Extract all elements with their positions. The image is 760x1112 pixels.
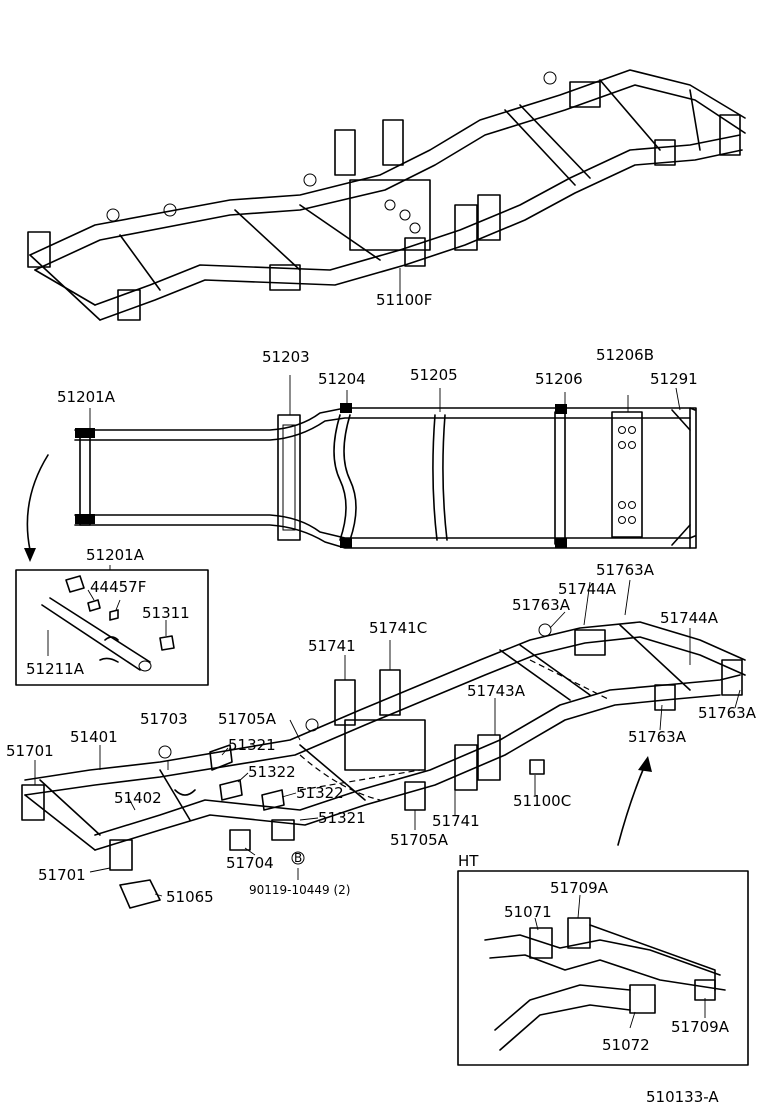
label-51763A-bottom: 51763A: [628, 728, 687, 746]
label-51071: 51071: [504, 903, 552, 921]
label-51763A-right: 51763A: [698, 704, 757, 722]
label-51701-top: 51701: [6, 742, 54, 760]
label-51072: 51072: [602, 1036, 650, 1054]
label-51709A-top: 51709A: [550, 879, 609, 897]
label-51211A: 51211A: [26, 660, 85, 678]
label-44457F: 44457F: [90, 578, 146, 596]
label-51201A-top: 51201A: [57, 388, 116, 406]
label-51100C: 51100C: [513, 792, 571, 810]
label-51709A-bottom: 51709A: [671, 1018, 730, 1036]
label-51206: 51206: [535, 370, 583, 388]
label-51322-b: 51322: [296, 784, 344, 802]
label-51100F: 51100F: [376, 291, 432, 309]
diagram-code: 510133-A: [646, 1088, 719, 1106]
label-51744A-left: 51744A: [558, 580, 617, 598]
label-51203: 51203: [262, 348, 310, 366]
label-51204: 51204: [318, 370, 366, 388]
label-51703: 51703: [140, 710, 188, 728]
label-51763A-left: 51763A: [512, 596, 571, 614]
label-b-marker: B: [294, 851, 302, 865]
label-51401: 51401: [70, 728, 118, 746]
label-51741-top: 51741: [308, 637, 356, 655]
detail-box-ht: HT 51709A 51071 51709A 51072: [457, 852, 749, 1066]
frame-assembly-top: 51100F: [27, 69, 746, 321]
label-51741C: 51741C: [369, 619, 427, 637]
label-51763A-top: 51763A: [596, 561, 655, 579]
label-51402: 51402: [114, 789, 162, 807]
label-51065: 51065: [166, 888, 214, 906]
label-51201A-box: 51201A: [86, 546, 145, 564]
label-51744A-right: 51744A: [660, 609, 719, 627]
label-51205: 51205: [410, 366, 458, 384]
label-90119-10449: 90119-10449 (2): [249, 883, 351, 897]
label-51705A-top: 51705A: [218, 710, 277, 728]
frame-assembly-bottom: 51763A 51744A 51763A 51744A 51763A 51763…: [6, 561, 757, 909]
label-51322-a: 51322: [248, 763, 296, 781]
label-51311: 51311: [142, 604, 190, 622]
label-51705A-bottom: 51705A: [390, 831, 449, 849]
label-51321-bottom: 51321: [318, 809, 366, 827]
label-51701-bottom: 51701: [38, 866, 86, 884]
label-51321-top: 51321: [228, 736, 276, 754]
label-51704: 51704: [226, 854, 274, 872]
label-51291: 51291: [650, 370, 698, 388]
label-51743A: 51743A: [467, 682, 526, 700]
detail-box-51201A: 51201A 44457F 51311 51211A: [15, 546, 209, 686]
label-51206B: 51206B: [596, 346, 654, 364]
label-51741-bottom: 51741: [432, 812, 480, 830]
label-ht: HT: [458, 852, 479, 870]
frame-top-view: 51203 51204 51205 51206 51206B 51291 512…: [24, 346, 698, 562]
